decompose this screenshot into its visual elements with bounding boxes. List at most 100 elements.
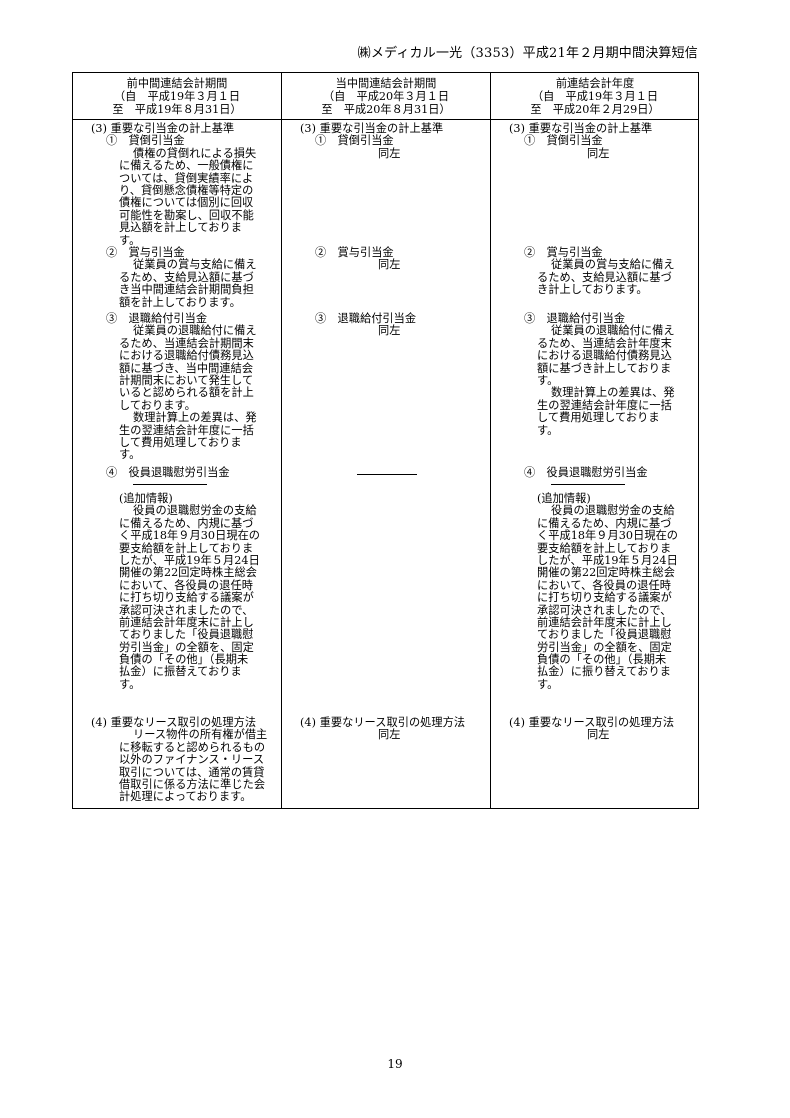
text-line: 取引については、通常の賃貸 — [119, 765, 265, 779]
underline-rule — [551, 484, 625, 485]
text-line: き計上しております。 — [537, 283, 648, 297]
item-label-bad-debt: ① 貸倒引当金 — [106, 134, 185, 148]
section-lease: (4) 重要なリース取引の処理方法 同左 — [282, 716, 492, 742]
column-title: 当中間連結会計期間 — [335, 77, 437, 90]
item-label-bonus: ② 賞与引当金 — [315, 246, 394, 259]
text-line: しております。 — [119, 398, 196, 412]
section-allowances: (3) 重要な引当金の計上基準 ① 貸倒引当金 同左 — [491, 122, 701, 160]
text-line: 負債の「その他」（長期未 — [537, 653, 667, 667]
same-as-left: 同左 — [378, 728, 401, 742]
text-line: 額を計上しております。 — [119, 295, 241, 309]
text-line: 債権については個別に回収 — [119, 196, 254, 210]
column-header-prior-fiscal-year: 前連結会計年度 （自 平成19年３月１日 至 平成20年２月29日） — [491, 77, 699, 116]
section-heading: (4) 重要なリース取引の処理方法 — [509, 716, 675, 729]
text-line: 前連結会計年度末に計上し — [119, 615, 254, 629]
item-body-bad-debt: 債権の貸倒れによる損失に備えるため、一般債権については、貸倒実績率により、貸倒懸… — [73, 146, 283, 247]
additional-info-body: 役員の退職慰労金の支給に備えるため、内規に基づく平成18年９月30日現在の要支給… — [73, 504, 283, 691]
item-label-retirement: ③ 退職給付引当金 — [524, 312, 626, 325]
section-allowances: (3) 重要な引当金の計上基準 ① 貸倒引当金 同左 — [282, 122, 492, 160]
period-from: （自 平成19年３月１日 — [113, 90, 241, 103]
same-as-left: 同左 — [378, 324, 401, 338]
column-header-prior-interim: 前中間連結会計期間 （自 平成19年３月１日 至 平成19年８月31日） — [73, 77, 281, 116]
column-divider — [281, 73, 282, 808]
section-retirement: ③ 退職給付引当金 同左 — [282, 312, 492, 338]
section-bonus: ② 賞与引当金 同左 — [282, 246, 492, 272]
text-line: 要支給額を計上しておりま — [537, 541, 672, 555]
text-line: 生の翌連結会計年度に一括 — [119, 423, 254, 437]
text-line: 額に基づき、当中間連結会 — [119, 361, 254, 375]
section-heading: (3) 重要な引当金の計上基準 — [91, 122, 235, 135]
item-body-retirement: 従業員の退職給付に備えるため、当連結会計期間末における退職給付債務見込額に基づき… — [73, 324, 283, 461]
text-line: す。 — [119, 677, 141, 691]
column-divider — [490, 73, 491, 808]
period-to: 至 平成20年２月29日） — [530, 103, 660, 116]
text-line: り、貸倒懸念債権等特定の — [119, 183, 254, 197]
text-line: に備えるため、一般債権に — [119, 159, 254, 173]
item-label-director-retirement: ④ 役員退職慰労引当金 — [524, 466, 648, 479]
text-line: に打ち切り支給する議案が — [119, 591, 254, 605]
item-body-bonus: 従業員の賞与支給に備えるため、支給見込額に基づき当中間連結会計期間負担額を計上し… — [73, 258, 283, 309]
text-line: において、各役員の退任時 — [537, 578, 671, 592]
text-line: ておりました「役員退職慰 — [537, 628, 672, 642]
text-line: 債権の貸倒れによる損失 — [133, 146, 257, 160]
text-line: く平成18年９月30日現在の — [119, 529, 261, 543]
section-retirement: ③ 退職給付引当金 従業員の退職給付に備えるため、当連結会計年度末における退職給… — [491, 312, 701, 437]
lease-body: リース物件の所有権が借主に移転すると認められるもの以外のファイナンス・リース取引… — [73, 728, 283, 803]
section-director-retirement: ④ 役員退職慰労引当金 — [491, 466, 701, 479]
period-from: （自 平成20年３月１日 — [322, 90, 450, 103]
same-as-left: 同左 — [587, 728, 610, 742]
table-header-row: 前中間連結会計期間 （自 平成19年３月１日 至 平成19年８月31日） 当中間… — [73, 73, 698, 120]
section-bonus: ② 賞与引当金 従業員の賞与支給に備えるため、支給見込額に基づき当中間連結会計期… — [73, 246, 283, 309]
text-line: に備えるため、内規に基づ — [119, 516, 254, 530]
text-line: 前連結会計年度末に計上し — [537, 615, 672, 629]
period-to: 至 平成19年８月31日） — [112, 103, 242, 116]
section-director-retirement: ④ 役員退職慰労引当金 — [73, 466, 283, 479]
additional-info-label: (追加情報) — [119, 492, 173, 505]
text-line: して費用処理しておりま — [537, 411, 660, 425]
text-line: に備えるため、内規に基づ — [537, 516, 672, 530]
text-line: 労引当金」の全額を、固定 — [119, 640, 254, 654]
column-title: 前連結会計年度 — [555, 77, 635, 90]
page-number: 19 — [387, 1057, 403, 1071]
section-heading: (3) 重要な引当金の計上基準 — [509, 122, 653, 135]
accounting-policy-table: 前中間連結会計期間 （自 平成19年３月１日 至 平成19年８月31日） 当中間… — [72, 72, 699, 809]
section-heading: (3) 重要な引当金の計上基準 — [300, 122, 444, 135]
section-allowances: (3) 重要な引当金の計上基準 ① 貸倒引当金 債権の貸倒れによる損失に備えるた… — [73, 122, 283, 247]
item-label-bad-debt: ① 貸倒引当金 — [315, 134, 394, 148]
item-label-bonus: ② 賞与引当金 — [106, 246, 185, 259]
text-line: に移転すると認められるもの — [119, 740, 266, 754]
text-line: す。 — [537, 677, 559, 691]
text-line: 数理計算上の差異は、発 — [133, 411, 257, 425]
text-line: 数理計算上の差異は、発 — [551, 386, 675, 400]
additional-info: (追加情報) 役員の退職慰労金の支給に備えるため、内規に基づく平成18年９月30… — [491, 492, 701, 691]
text-line: における退職給付債務見込 — [119, 349, 254, 363]
section-lease: (4) 重要なリース取引の処理方法 リース物件の所有権が借主に移転すると認められ… — [73, 716, 283, 804]
text-line: き当中間連結会計期間負担 — [119, 283, 254, 297]
additional-info-label: (追加情報) — [537, 492, 591, 505]
text-line: における退職給付債務見込 — [537, 349, 672, 363]
text-line: るため、当連結会計期間末 — [119, 336, 254, 350]
text-line: 従業員の賞与支給に備え — [133, 258, 257, 272]
text-line: に打ち切り支給する議案が — [537, 591, 672, 605]
text-line: るため、当連結会計年度末 — [537, 336, 672, 350]
text-line: 役員の退職慰労金の支給 — [133, 504, 257, 518]
column-title: 前中間連結会計期間 — [126, 77, 228, 90]
text-line: るため、支給見込額に基づ — [119, 270, 254, 284]
not-applicable-rule — [357, 474, 417, 475]
text-line: 払金）に振替えておりま — [119, 665, 242, 679]
text-line: 以外のファイナンス・リース — [119, 753, 265, 767]
text-line: したが、平成19年５月24日 — [119, 553, 260, 567]
text-line: 従業員の退職給付に備え — [133, 324, 257, 338]
item-label-bonus: ② 賞与引当金 — [524, 246, 603, 259]
text-line: において、各役員の退任時 — [119, 578, 253, 592]
text-line: ついては、貸倒実績率によ — [119, 171, 254, 185]
text-line: ておりました「役員退職慰 — [119, 628, 254, 642]
text-line: 開催の第22回定時株主総会 — [119, 566, 257, 580]
section-lease: (4) 重要なリース取引の処理方法 同左 — [491, 716, 701, 742]
text-line: 承認可決されましたので、 — [537, 603, 672, 617]
period-to: 至 平成20年８月31日） — [321, 103, 451, 116]
text-line: 承認可決されましたので、 — [119, 603, 254, 617]
text-line: 従業員の賞与支給に備え — [551, 258, 675, 272]
text-line: く平成18年９月30日現在の — [537, 529, 679, 543]
section-retirement: ③ 退職給付引当金 従業員の退職給付に備えるため、当連結会計期間末における退職給… — [73, 312, 283, 462]
